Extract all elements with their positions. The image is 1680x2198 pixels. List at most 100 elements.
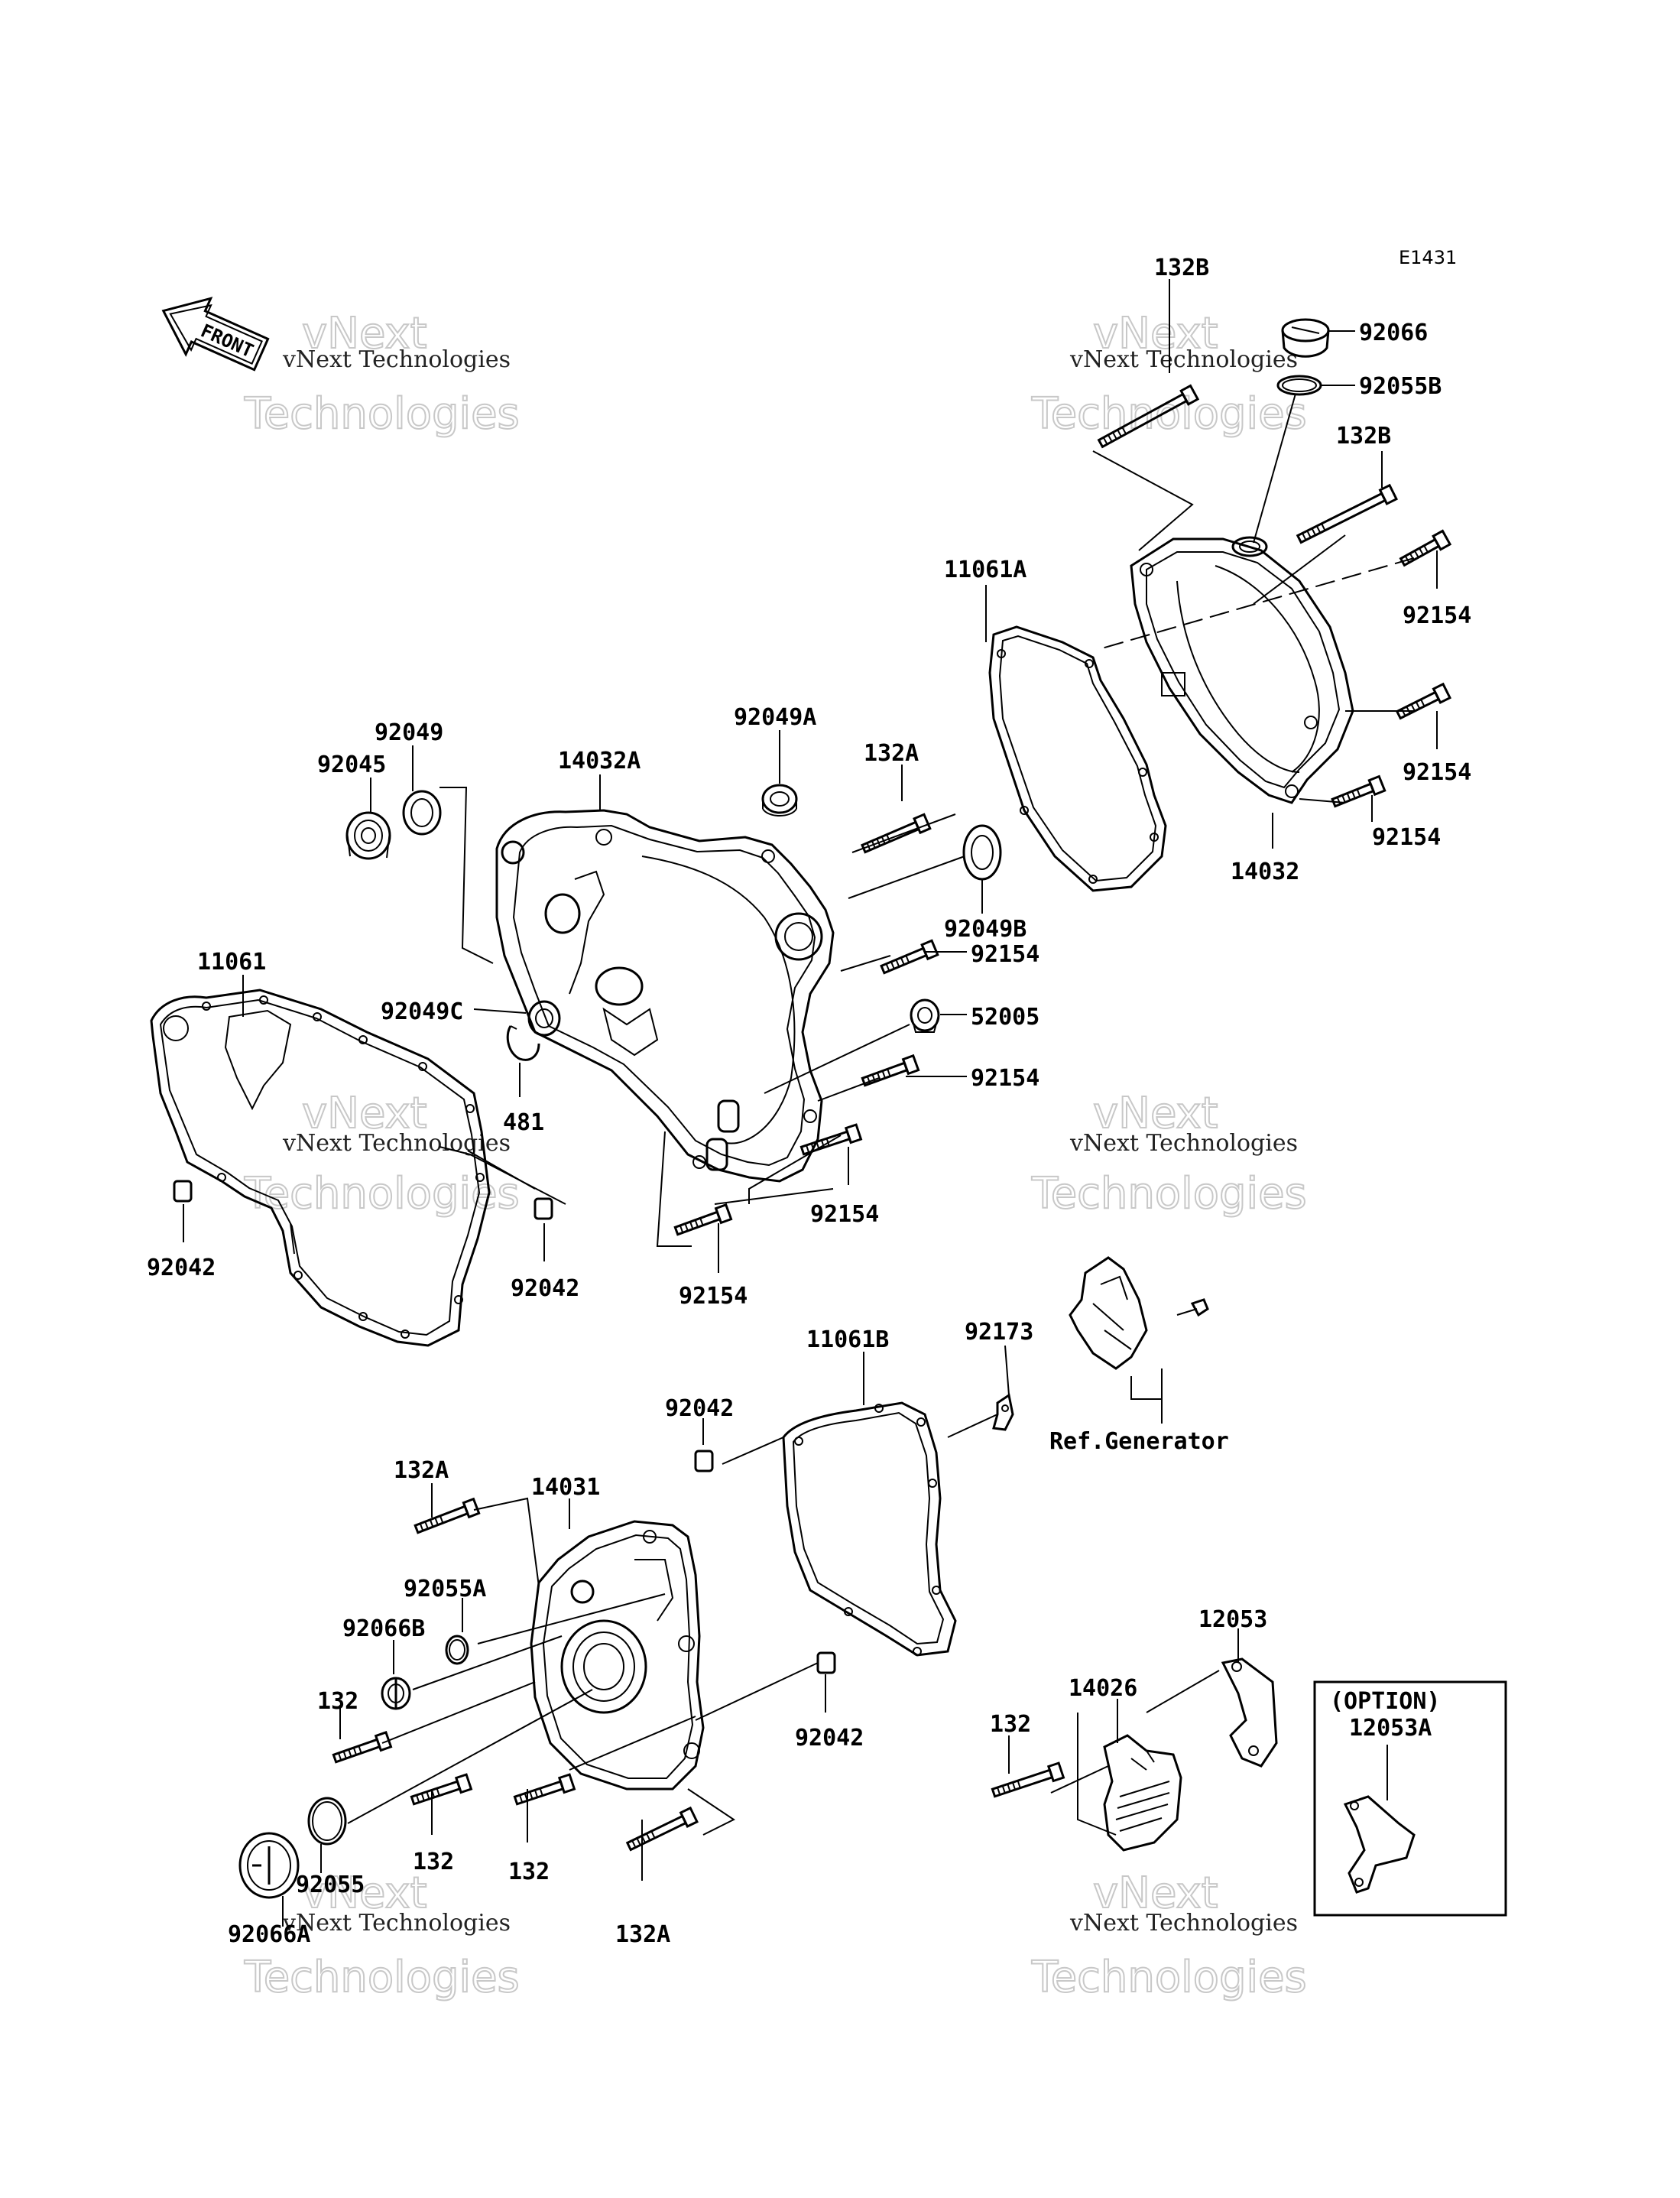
part-label: 92045 (317, 752, 386, 778)
watermark-text: Technologies (244, 1953, 520, 2002)
bolt-icon (991, 1761, 1065, 1798)
oil-seal-92049c (527, 1000, 561, 1037)
part-label: 92154 (679, 1283, 748, 1310)
part-label: 92055 (296, 1872, 365, 1898)
part-label: 132A (864, 740, 919, 767)
part-label: 132 (413, 1849, 454, 1875)
bolt-icon (1395, 682, 1452, 720)
part-label: 92042 (795, 1725, 864, 1752)
dowel-pin-92042-mid (534, 1197, 553, 1220)
part-label: 92154 (1372, 824, 1441, 851)
watermark-text: Technologies (1031, 389, 1307, 439)
watermark-text: vNext (302, 309, 427, 359)
cover-14031 (530, 1520, 705, 1791)
part-label: 12053 (1198, 1606, 1267, 1633)
part-label: 14031 (531, 1474, 600, 1501)
part-label: 14026 (1069, 1675, 1137, 1702)
diagram-code: E1431 (1399, 247, 1457, 268)
bearing-92045 (345, 811, 391, 860)
part-label: 92154 (971, 941, 1039, 968)
bolt-icon (799, 1123, 863, 1156)
circlip-481 (506, 1025, 540, 1061)
part-label: 92042 (665, 1395, 734, 1422)
guard-12053 (1221, 1657, 1278, 1768)
cover-14032a (495, 809, 835, 1183)
watermark-text: Technologies (1031, 1953, 1307, 2002)
bolt-group (332, 384, 1452, 1852)
cover-14032 (1130, 536, 1354, 804)
watermark-text: vNext Technologies (1069, 1130, 1298, 1157)
bolt-icon (1296, 483, 1399, 544)
clamp-92173 (992, 1393, 1014, 1431)
part-label: 92049 (375, 719, 443, 746)
part-label: 92042 (511, 1275, 579, 1302)
part-label: 11061B (806, 1326, 889, 1353)
bolt-icon (410, 1773, 473, 1806)
part-label: 14032 (1231, 859, 1299, 885)
part-label: 132 (990, 1711, 1031, 1738)
part-label: 92066B (342, 1615, 425, 1642)
watermark-text: Technologies (1031, 1169, 1307, 1219)
oil-seal-92049b (962, 824, 1002, 881)
part-label: 132B (1336, 423, 1391, 450)
watermark-text: vNext (302, 1868, 427, 1918)
watermark-text: vNext Technologies (1069, 346, 1298, 373)
bolt-icon (861, 813, 932, 854)
part-label: 132 (317, 1688, 358, 1715)
watermark-bottom-right: vNext vNext Technologies Technologies (1030, 1868, 1308, 2003)
part-label: 132A (615, 1921, 670, 1948)
bolt-icon (880, 939, 939, 975)
part-label: 12053A (1349, 1715, 1432, 1742)
front-arrow-icon: FRONT (161, 297, 270, 372)
generator-pickup (1069, 1256, 1209, 1370)
watermark-text: vNext (1093, 309, 1218, 359)
watermark-text: vNext (1093, 1089, 1218, 1138)
bolt-icon (513, 1773, 576, 1806)
part-label: 92154 (1403, 602, 1471, 629)
part-label: 92049A (734, 704, 816, 731)
bolt-icon (332, 1731, 393, 1764)
part-labels: 132B 92066 92055B 132B 11061A 92154 92154 92154… (147, 255, 1471, 1948)
part-label: 92049B (944, 916, 1026, 943)
part-label: 11061 (197, 949, 266, 976)
o-ring-92055 (307, 1797, 347, 1846)
gasket-11061 (150, 989, 491, 1347)
part-label: 92066 (1359, 320, 1428, 346)
oil-seal-92049 (402, 790, 442, 836)
dowel-pin-92042-left (173, 1180, 193, 1203)
part-label: 92154 (971, 1065, 1039, 1092)
bolt-icon (673, 1203, 733, 1236)
option-box: (OPTION) (1313, 1680, 1507, 1917)
part-label: 52005 (971, 1004, 1039, 1031)
part-label: 132 (508, 1859, 550, 1885)
bolt-icon (414, 1497, 481, 1534)
part-label: 11061A (944, 557, 1026, 583)
part-label: 92055B (1359, 373, 1442, 400)
part-label: 92049C (381, 998, 463, 1025)
watermark-mid-right: vNext vNext Technologies Technologies (1030, 1088, 1308, 1219)
part-label: 132B (1154, 255, 1209, 281)
watermark-top-right: vNext vNext Technologies Technologies (1030, 308, 1308, 440)
dowel-pin-92042-lower (694, 1450, 714, 1472)
watermark-text: vNext Technologies (282, 346, 511, 373)
bolt-icon (861, 1054, 920, 1087)
plug-92066b (381, 1677, 411, 1710)
cover-14026 (1103, 1734, 1182, 1852)
o-ring-92055b (1276, 375, 1322, 396)
part-label: 92173 (965, 1319, 1033, 1346)
watermark-top-left: vNext vNext Technologies Technologies (243, 308, 521, 440)
watermark-text: Technologies (244, 389, 520, 439)
part-label: 92055A (404, 1576, 486, 1602)
gasket-11061b (782, 1401, 957, 1657)
leader-lines (183, 279, 1438, 1927)
part-label: 92042 (147, 1255, 216, 1281)
watermark-text: vNext Technologies (282, 1910, 511, 1937)
part-label: 132A (394, 1457, 449, 1484)
part-label: 92066A (228, 1921, 310, 1948)
part-label: 481 (503, 1109, 544, 1136)
part-label: 92154 (810, 1201, 879, 1228)
watermark-text: vNext Technologies (1069, 1910, 1298, 1937)
watermark-text: vNext Technologies (282, 1130, 511, 1157)
